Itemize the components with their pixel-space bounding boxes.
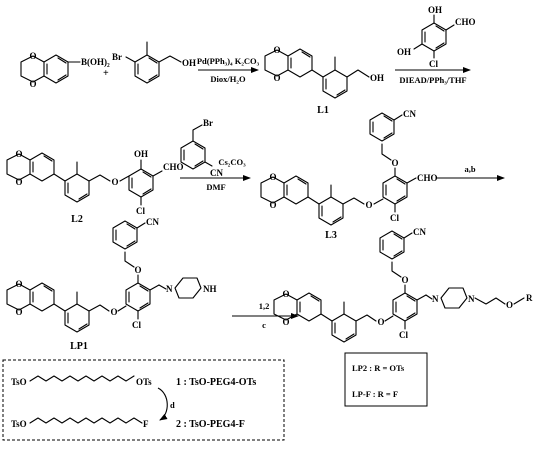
peg1-tso: TsO [11,377,27,387]
label-L2: L2 [71,214,83,225]
arrow-step4: a,b [437,164,505,181]
L1-oxygen-1: O [273,45,280,55]
L3-oxygen-2: O [269,200,276,210]
L3-benzyl-oxygen: O [391,158,398,168]
step1-reagent-top: Pd(PPh₃)₄ K₂CO₃ [197,56,260,66]
LP1-oxygen-2: O [15,307,22,317]
arrow-step5: 1,2 c [232,301,299,330]
plus-sign: + [103,68,109,79]
label-LP1: LP1 [70,341,88,352]
legend-lpf: LP-F : R = F [352,389,398,399]
sm1-oxygen-2: O [29,79,36,89]
LP2-ether-oxygen: O [377,317,384,327]
L2-oxygen-2: O [15,177,22,187]
L2-oxygen-1: O [15,149,22,159]
arrow-step2: OH CHO OH Cl DIEAD/PPh₃/THF [395,5,476,85]
L2-chlorine: Cl [136,206,145,216]
L3-aldehyde: CHO [417,173,438,183]
sm2-hydroxyl: OH [182,58,196,68]
LP2-nitrile: CN [413,227,426,237]
step6-reagent: d [170,400,175,410]
arrow-step1: Pd(PPh₃)₄ K₂CO₃ Diox/H₂O [197,56,260,84]
sm1-oxygen-1: O [29,51,36,61]
reagent-chlorine: Cl [429,59,438,69]
LP2-piperazine-n1: N [432,294,439,304]
L2-ether-oxygen: O [111,177,118,187]
step5-reagent-bottom: c [262,320,266,330]
peg1-ots: OTs [136,377,152,387]
label-L3: L3 [325,230,337,241]
LP2-benzyl-oxygen: O [401,275,408,285]
LP2-r-group: R [526,293,533,303]
LP1-piperazine-n: N [166,284,173,294]
LP1-chlorine: Cl [132,320,141,330]
sm2-bromo-benzyl-alcohol: Br OH [112,41,196,84]
peg-item2: 2 : TsO-PEG4-F [176,419,245,430]
arrow-step3: Br CN Cs₂CO₃ DMF [180,118,251,192]
LP2-oxygen-1: O [282,289,289,299]
L3-chlorine: Cl [390,213,399,223]
LP1-nitrile: CN [146,217,159,227]
step3-reagent-bottom: DMF [206,182,225,192]
legend-lp2: LP2 : R = OTs [352,363,405,373]
compound-L2: O O O OH CHO Cl L2 [6,149,184,225]
reagent-aldehyde: CHO [455,17,476,27]
L2-aldehyde: CHO [163,162,184,172]
step2-reagent-bottom: DIEAD/PPh₃/THF [399,75,466,85]
L3-nitrile: CN [403,109,416,119]
compound-L3: O O O O CN CHO Cl L3 [260,109,438,241]
peg2-tso: TsO [11,419,27,429]
sm1-boronic-group: B(OH)₂ [81,57,110,67]
compound-L1: O O OH L1 [264,45,384,116]
reagent-hydroxyl-1: OH [428,5,442,15]
LP1-benzyl-oxygen: O [134,265,141,275]
compound-LP2-LPF: O O O O CN Cl N N O R [273,227,533,343]
LP2-oxygen-2: O [282,317,289,327]
L1-oxygen-2: O [273,73,280,83]
L3-oxygen-1: O [269,172,276,182]
L1-hydroxyl: OH [370,73,384,83]
LP2-chlorine: Cl [399,330,408,340]
LP1-ether-oxygen: O [110,307,117,317]
L2-hydroxyl: OH [134,149,148,159]
step3-reagent-top: Cs₂CO₃ [218,157,246,167]
LP1-oxygen-1: O [15,279,22,289]
step4-reagent-top: a,b [464,164,475,174]
compound-LP1: O O O O CN Cl N NH LP1 [6,217,217,352]
sm2-bromine: Br [112,52,122,62]
sm1-boronic-acid: O O B(OH)₂ [20,51,110,89]
step5-reagent-top: 1,2 [259,301,270,311]
label-L1: L1 [317,105,329,116]
legend-box: LP2 : R = OTs LP-F : R = F [344,352,428,407]
LP2-peg-oxygen: O [506,300,513,310]
peg2-fluorine: F [143,419,149,429]
peg-linker-box: TsO OTs 1 : TsO-PEG4-OTs TsO F 2 : TsO-P… [2,359,285,441]
reagent-bromine: Br [203,118,213,128]
L3-ether-oxygen: O [365,200,372,210]
peg-item1: 1 : TsO-PEG4-OTs [176,377,256,388]
reagent-hydroxyl-2: OH [397,47,411,57]
step1-reagent-bottom: Diox/H₂O [210,74,246,84]
reagent-nitrile: CN [210,168,223,178]
LP1-piperazine-nh: NH [203,284,217,294]
LP2-piperazine-n2: N [468,294,475,304]
